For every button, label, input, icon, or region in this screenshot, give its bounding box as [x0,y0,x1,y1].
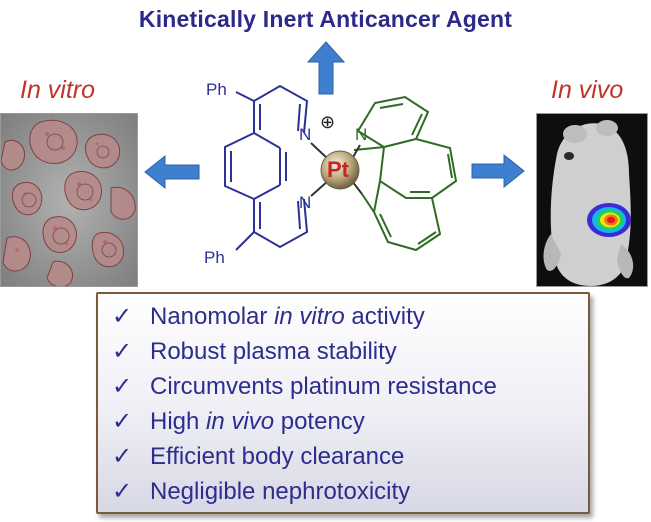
title: Kinetically Inert Anticancer Agent [138,6,513,32]
nitrogen-right-label: N [355,125,368,144]
feature-item: ✓Efficient body clearance [112,443,405,470]
phenyl-bottom-label: Ph [204,248,225,267]
check-icon: ✓ [112,478,133,505]
check-icon: ✓ [112,303,133,330]
check-icon: ✓ [112,338,133,365]
charge-symbol: ⊕ [320,112,336,132]
in-vivo-mouse-image [536,113,648,287]
feature-item: ✓Robust plasma stability [112,338,397,365]
benzoquinoline-ligand [353,95,458,252]
feature-item: ✓High in vivo potency [112,408,365,435]
platinum-complex-structure [224,84,458,252]
in-vitro-microscopy-image [0,113,138,287]
phenyl-top-label: Ph [206,80,227,99]
features-panel: ✓Nanomolar in vitro activity ✓Robust pla… [96,292,590,514]
check-icon: ✓ [112,443,133,470]
phenanthroline-ligand [224,84,309,251]
feature-item: ✓Negligible nephrotoxicity [112,478,411,505]
check-icon: ✓ [112,373,133,400]
check-icon: ✓ [112,408,133,435]
arrow-right-icon [471,153,525,189]
arrow-left-icon [144,154,200,190]
nitrogen-bottom-label: N [299,193,312,212]
nitrogen-top-label: N [299,125,312,144]
pt-metal-label: Pt [327,157,349,182]
arrow-up-icon [306,41,346,95]
feature-item: ✓Circumvents platinum resistance [112,373,497,400]
in-vivo-label: In vivo [551,76,624,104]
in-vitro-label: In vitro [20,76,96,104]
feature-item: ✓Nanomolar in vitro activity [112,303,425,330]
